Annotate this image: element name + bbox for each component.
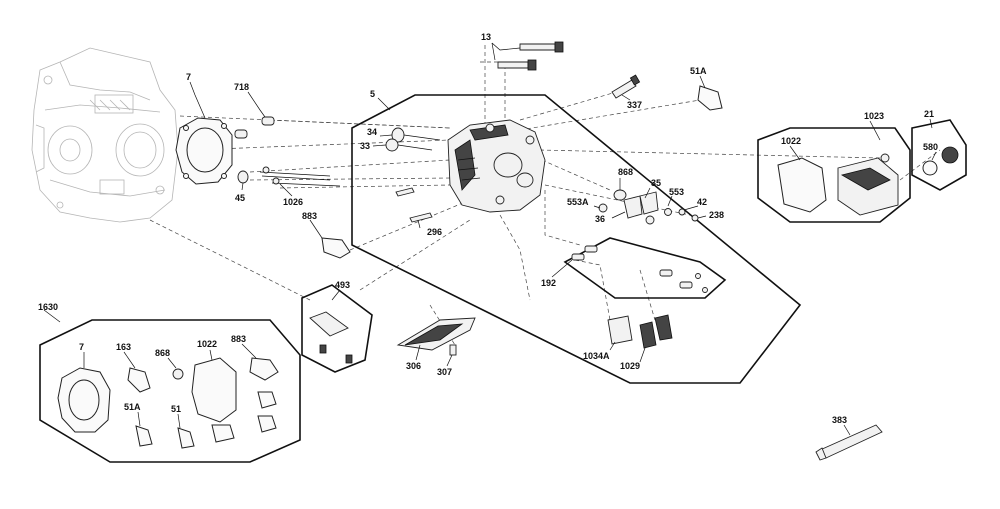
- label-51-kit[interactable]: 51: [171, 404, 181, 414]
- label-238[interactable]: 238: [709, 210, 724, 220]
- label-553[interactable]: 553: [669, 187, 684, 197]
- label-7[interactable]: 7: [186, 72, 191, 82]
- head-gasket: [175, 117, 248, 185]
- assembly-outline-5: [351, 94, 802, 384]
- valve-cover: [777, 153, 899, 216]
- studs: [395, 187, 433, 223]
- breather-plate: [396, 317, 476, 356]
- label-36[interactable]: 36: [595, 214, 605, 224]
- cylinder-head: [447, 119, 546, 213]
- label-883-kit[interactable]: 883: [231, 334, 246, 344]
- label-493[interactable]: 493: [335, 280, 350, 290]
- tool-383: [815, 424, 883, 461]
- head-bolts: [497, 41, 564, 71]
- assembly-outline-1023: [757, 127, 911, 223]
- label-553A[interactable]: 553A: [567, 197, 589, 207]
- valves: [385, 127, 441, 152]
- label-5[interactable]: 5: [370, 89, 375, 99]
- label-13[interactable]: 13: [481, 32, 491, 42]
- push-rods: [237, 166, 341, 187]
- gasket-kit: [57, 357, 279, 449]
- label-307[interactable]: 307: [437, 367, 452, 377]
- spark-plug: [611, 74, 641, 99]
- engine-block-illustration: [31, 47, 179, 223]
- label-34[interactable]: 34: [367, 127, 377, 137]
- label-868-kit[interactable]: 868: [155, 348, 170, 358]
- cap-21: [922, 146, 959, 176]
- label-192[interactable]: 192: [541, 278, 556, 288]
- rocker-subassembly-outline: [563, 237, 727, 299]
- gasket-kit-outline-1630: [39, 319, 301, 463]
- label-1034A[interactable]: 1034A: [583, 351, 610, 361]
- label-306[interactable]: 306: [406, 361, 421, 371]
- label-580[interactable]: 580: [923, 142, 938, 152]
- bracket-493: [309, 311, 353, 364]
- label-45[interactable]: 45: [235, 193, 245, 203]
- label-51A[interactable]: 51A: [690, 66, 707, 76]
- rocker-arms: [607, 314, 673, 349]
- dowel-pin: [261, 116, 275, 126]
- label-1023[interactable]: 1023: [864, 111, 884, 121]
- callout-labels: 13 7 718 5 51A 337 34 33 1023 21 1022 58…: [38, 32, 938, 425]
- label-1026[interactable]: 1026: [283, 197, 303, 207]
- label-883[interactable]: 883: [302, 211, 317, 221]
- label-33[interactable]: 33: [360, 141, 370, 151]
- label-1022[interactable]: 1022: [781, 136, 801, 146]
- label-383[interactable]: 383: [832, 415, 847, 425]
- assembly-outline-21: [911, 119, 967, 191]
- label-337[interactable]: 337: [627, 100, 642, 110]
- rocker-parts: [571, 245, 708, 293]
- label-1630[interactable]: 1630: [38, 302, 58, 312]
- assembly-outline-493: [301, 284, 373, 373]
- gasket-883: [321, 237, 351, 259]
- label-868[interactable]: 868: [618, 167, 633, 177]
- exhaust-gasket-51A: [697, 85, 723, 111]
- alignment-lines: [149, 45, 941, 346]
- label-718[interactable]: 718: [234, 82, 249, 92]
- label-42[interactable]: 42: [697, 197, 707, 207]
- label-35[interactable]: 35: [651, 178, 661, 188]
- leader-lines: [43, 42, 937, 436]
- label-163[interactable]: 163: [116, 342, 131, 352]
- label-296[interactable]: 296: [427, 227, 442, 237]
- label-1029[interactable]: 1029: [620, 361, 640, 371]
- label-1022-kit[interactable]: 1022: [197, 339, 217, 349]
- label-21[interactable]: 21: [924, 109, 934, 119]
- valve-springs: [598, 189, 699, 225]
- label-51A-kit[interactable]: 51A: [124, 402, 141, 412]
- label-7-kit[interactable]: 7: [79, 342, 84, 352]
